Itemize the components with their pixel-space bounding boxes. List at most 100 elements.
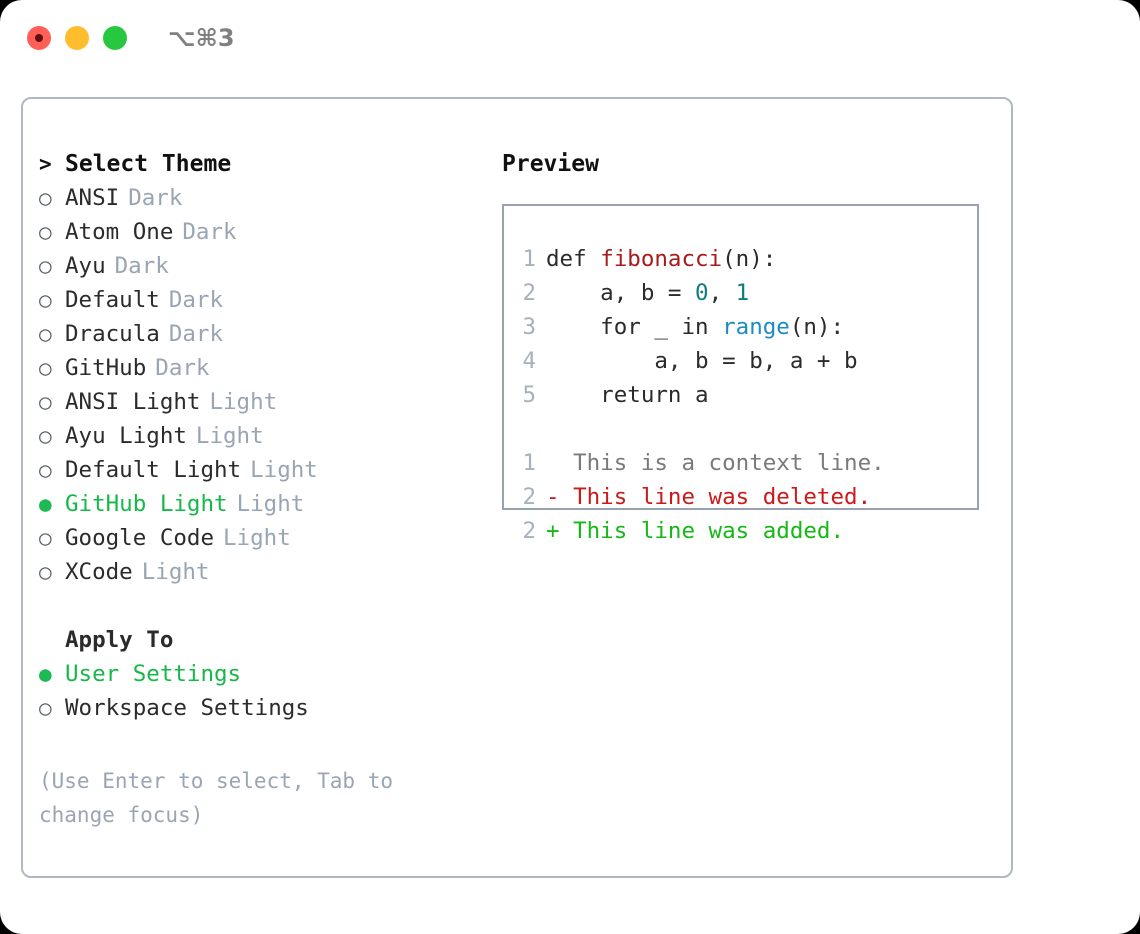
code-token: def — [546, 246, 601, 272]
code-token: range — [722, 314, 790, 340]
line-number: 2 — [522, 280, 536, 306]
code-token: a, b = — [546, 280, 696, 306]
diff-sign — [546, 446, 573, 480]
theme-variant-badge: Dark — [114, 253, 169, 279]
code-line: 5 return a — [512, 378, 974, 412]
theme-variant-badge: Light — [223, 525, 291, 551]
radio-selected-icon[interactable]: ● — [39, 662, 52, 686]
code-line-text: a, b = 0, 1 — [546, 276, 749, 310]
theme-item-github-light[interactable]: ● GitHub Light Light — [39, 487, 479, 521]
line-number: 1 — [522, 246, 536, 272]
code-line-text: return a — [546, 378, 709, 412]
theme-item-dracula[interactable]: ○ Dracula Dark — [39, 317, 479, 351]
theme-name: Google Code — [65, 525, 215, 551]
code-token: fibonacci — [600, 246, 723, 272]
code-line-text: for _ in range(n): — [546, 310, 844, 344]
radio-unselected-icon[interactable]: ○ — [39, 186, 52, 210]
code-token: (n): — [789, 314, 845, 340]
theme-variant-badge: Dark — [128, 185, 183, 211]
minimize-button[interactable] — [65, 26, 89, 50]
diff-text: This line was deleted. — [573, 484, 872, 510]
radio-unselected-icon[interactable]: ○ — [39, 220, 52, 244]
line-number: 5 — [522, 382, 536, 408]
code-token: return a — [546, 382, 709, 408]
radio-unselected-icon[interactable]: ○ — [39, 424, 52, 448]
code-token: , — [708, 280, 736, 306]
radio-unselected-icon[interactable]: ○ — [39, 288, 52, 312]
diff-line: 1 This is a context line. — [512, 446, 974, 480]
radio-unselected-icon[interactable]: ○ — [39, 356, 52, 380]
theme-name: XCode — [65, 559, 133, 585]
theme-item-google-code[interactable]: ○ Google Code Light — [39, 521, 479, 555]
theme-item-ayu-light[interactable]: ○ Ayu Light Light — [39, 419, 479, 453]
theme-name: GitHub Light — [65, 491, 228, 517]
diff-line: 2- This line was deleted. — [512, 480, 974, 514]
code-line: 4 a, b = b, a + b — [512, 344, 974, 378]
spacer-icon — [39, 623, 65, 657]
caret-icon: > — [39, 152, 52, 176]
theme-item-ansi[interactable]: ○ ANSI Dark — [39, 181, 479, 215]
line-number: 2 — [522, 518, 536, 544]
code-token: 1 — [735, 280, 750, 306]
theme-variant-badge: Dark — [168, 287, 224, 313]
diff-sign: + — [546, 518, 574, 544]
theme-name: Default Light — [65, 457, 242, 483]
radio-unselected-icon[interactable]: ○ — [39, 254, 52, 278]
radio-unselected-icon[interactable]: ○ — [39, 322, 52, 346]
theme-variant-badge: Dark — [182, 219, 237, 245]
theme-name: Ayu Light — [65, 423, 187, 449]
radio-unselected-icon[interactable]: ○ — [39, 390, 52, 414]
close-button[interactable] — [27, 26, 51, 50]
code-token: for _ in — [546, 314, 723, 340]
code-line: 3 for _ in range(n): — [512, 310, 974, 344]
radio-unselected-icon[interactable]: ○ — [39, 560, 52, 584]
code-line-text: a, b = b, a + b — [546, 344, 857, 378]
theme-item-default-light[interactable]: ○ Default Light Light — [39, 453, 479, 487]
code-token: 0 — [695, 280, 709, 306]
radio-unselected-icon[interactable]: ○ — [39, 696, 52, 720]
theme-name: Dracula — [65, 321, 160, 347]
diff-line: 2+ This line was added. — [512, 514, 974, 548]
apply-to-item-user-settings[interactable]: ● User Settings — [39, 657, 479, 691]
window-controls — [27, 26, 127, 50]
apply-to-label: User Settings — [65, 661, 242, 687]
keyboard-hint: (Use Enter to select, Tab to change focu… — [39, 769, 394, 827]
code-token: (n): — [722, 246, 777, 272]
theme-name: Atom One — [65, 219, 174, 245]
keyboard-shortcut-label: ⌥⌘3 — [168, 24, 235, 52]
theme-item-atom-one[interactable]: ○ Atom One Dark — [39, 215, 479, 249]
preview-title: Preview — [502, 151, 599, 177]
apply-to-header: Apply To — [39, 623, 479, 657]
diff-sign: - — [546, 484, 574, 510]
line-number: 4 — [522, 348, 536, 374]
apply-to-item-workspace-settings[interactable]: ○Workspace Settings — [39, 691, 479, 725]
titlebar: ⌥⌘3 — [0, 0, 1140, 76]
radio-unselected-icon[interactable]: ○ — [39, 458, 52, 482]
code-diff-spacer — [512, 412, 974, 446]
maximize-button[interactable] — [103, 26, 127, 50]
diff-block: 1 This is a context line.2- This line wa… — [512, 446, 974, 548]
line-number: 1 — [522, 450, 536, 476]
radio-selected-icon[interactable]: ● — [39, 492, 52, 516]
theme-name: ANSI Light — [65, 389, 201, 415]
theme-variant-badge: Light — [236, 491, 305, 517]
theme-variant-badge: Light — [195, 423, 264, 449]
apply-to-title: Apply To — [65, 627, 174, 653]
theme-name: ANSI — [65, 185, 120, 211]
code-line-text: def fibonacci(n): — [546, 242, 776, 276]
theme-variant-badge: Dark — [168, 321, 224, 347]
theme-variant-badge: Light — [250, 457, 318, 483]
radio-unselected-icon[interactable]: ○ — [39, 526, 52, 550]
